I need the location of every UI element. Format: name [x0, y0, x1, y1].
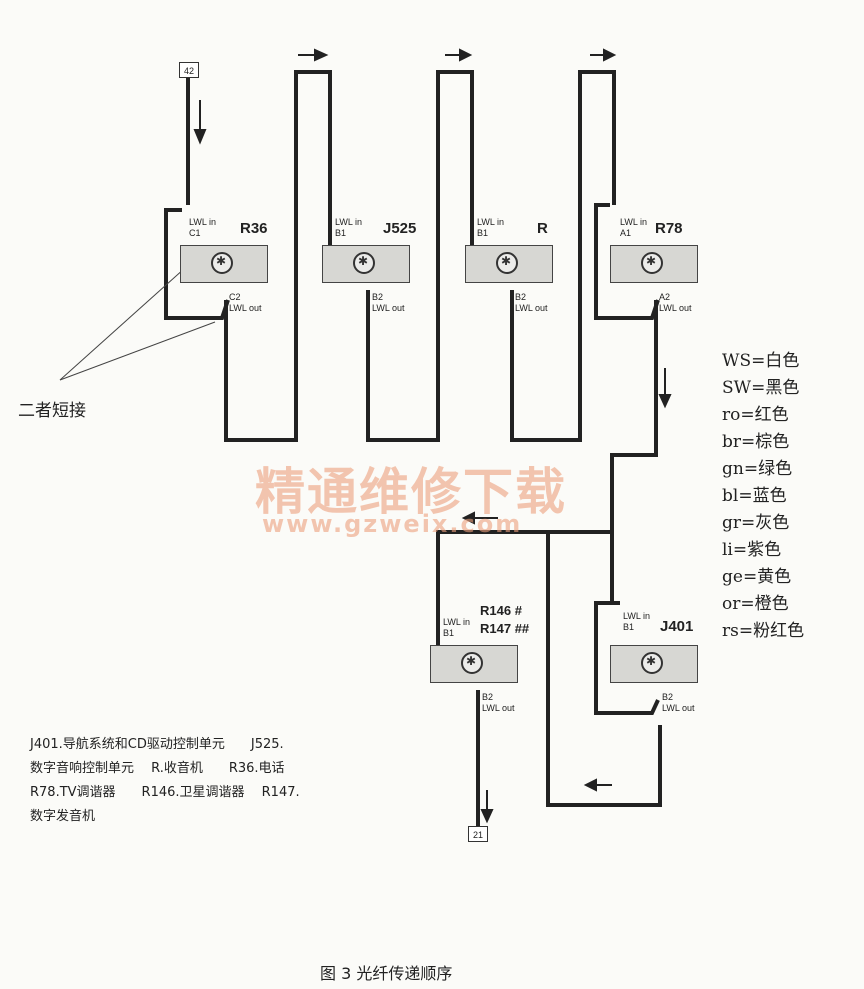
arrow-right-icon: [603, 48, 617, 62]
r78-name: R78: [655, 220, 683, 237]
j401-out-pin: B2: [662, 692, 674, 702]
unit-j401: [610, 645, 698, 683]
arrow-down-icon: [480, 809, 494, 824]
fiber-j525-to-r: [366, 70, 474, 442]
watermark-url: www.gzweix.com: [262, 510, 523, 538]
unit-r78: [610, 245, 698, 283]
r146-name: R146 #: [480, 603, 522, 618]
r36-in-label: LWL in: [189, 217, 217, 227]
note-pointer-1: [59, 267, 186, 381]
j525-in-pin: B1: [335, 228, 347, 238]
fiber-r78-to-j401: [546, 300, 662, 807]
r-in-label: LWL in: [477, 217, 505, 227]
r78-in-label: LWL in: [620, 217, 648, 227]
r78-in-pin: A1: [620, 228, 632, 238]
arrow-down-icon: [658, 394, 672, 409]
r-in-pin: B1: [477, 228, 489, 238]
note-pointer-2: [59, 321, 216, 381]
legend-item: or=橙色: [722, 594, 789, 614]
control-knob-icon: [641, 652, 663, 674]
r146-out-pin: B2: [482, 692, 494, 702]
figure-caption: 图 3 光纤传递顺序: [320, 964, 453, 983]
arrow-down-icon: [193, 129, 207, 145]
r36-name: R36: [240, 220, 268, 237]
legend-item: br=棕色: [722, 432, 790, 452]
r-out-label: LWL out: [515, 303, 548, 313]
legend-item: bl=蓝色: [722, 486, 787, 506]
component-description: J401.导航系统和CD驱动控制单元 J525. 数字音响控制单元 R.收音机 …: [30, 733, 410, 829]
fiber-j401-to-r146: [436, 530, 614, 645]
legend-item: gn=绿色: [722, 459, 793, 479]
description-line: R78.TV调谐器 R146.卫星调谐器 R147.: [30, 785, 300, 800]
watermark-text: 精通维修下载: [255, 463, 567, 521]
r78-out-label: LWL out: [659, 303, 692, 313]
j401-in-pin: B1: [623, 622, 635, 632]
unit-r146: [430, 645, 518, 683]
control-knob-icon: [211, 252, 233, 274]
description-line: 数字音响控制单元 R.收音机 R36.电话: [30, 761, 285, 776]
control-knob-icon: [353, 252, 375, 274]
arrow-right-icon: [459, 48, 473, 62]
j401-name: J401: [660, 618, 694, 635]
control-knob-icon: [496, 252, 518, 274]
legend-item: rs=粉红色: [722, 621, 805, 641]
terminal-tag-top: 42: [179, 62, 199, 78]
r36-out-pin: C2: [229, 292, 241, 302]
terminal-tag-bottom: 21: [468, 826, 488, 842]
r146-out-label: LWL out: [482, 703, 515, 713]
j401-short-loop: [594, 601, 660, 715]
fiber-r-to-r78: [510, 70, 616, 442]
legend-item: ge=黄色: [722, 567, 792, 587]
description-line: 数字发音机: [30, 809, 96, 824]
j525-name: J525: [383, 220, 417, 237]
legend-item: ro=红色: [722, 405, 789, 425]
control-knob-icon: [641, 252, 663, 274]
unit-r: [465, 245, 553, 283]
legend-item: gr=灰色: [722, 513, 790, 533]
arrow-left-icon: [461, 511, 475, 525]
r-out-pin: B2: [515, 292, 527, 302]
control-knob-icon: [461, 652, 483, 674]
arrow-right-icon: [314, 48, 329, 62]
j525-in-label: LWL in: [335, 217, 363, 227]
r36-out-label: LWL out: [229, 303, 262, 313]
r36-in-pin: C1: [189, 228, 201, 238]
j401-out-label: LWL out: [662, 703, 695, 713]
description-line: J401.导航系统和CD驱动控制单元 J525.: [30, 737, 284, 752]
short-connection-note: 二者短接: [18, 401, 86, 421]
legend-item: SW=黑色: [722, 378, 800, 398]
r147-name: R147 ##: [480, 621, 530, 636]
j525-out-pin: B2: [372, 292, 384, 302]
fiber-r36-to-j525: [224, 70, 332, 442]
j525-out-label: LWL out: [372, 303, 405, 313]
arrow-left-icon: [583, 778, 597, 792]
r78-out-pin: A2: [659, 292, 671, 302]
j401-in-label: LWL in: [623, 611, 651, 621]
legend-item: li=紫色: [722, 540, 782, 560]
unit-r36: [180, 245, 268, 283]
unit-j525: [322, 245, 410, 283]
legend-item: WS=白色: [722, 351, 800, 371]
r146-in-label: LWL in: [443, 617, 471, 627]
color-legend: WS=白色 SW=黑色 ro=红色 br=棕色 gn=绿色 bl=蓝色 gr=灰…: [722, 348, 804, 645]
r-name: R: [537, 220, 548, 237]
r146-in-pin: B1: [443, 628, 455, 638]
